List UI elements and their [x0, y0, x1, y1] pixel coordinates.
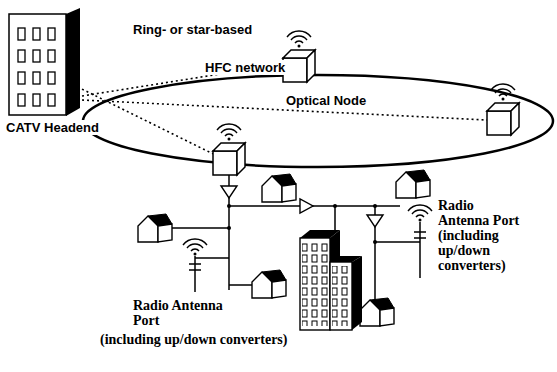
node-note: (including up/down converters) [438, 228, 524, 273]
antenna-symbol [217, 124, 241, 141]
hfc-ring [83, 75, 553, 167]
antenna-port-text: Radio Antenna Port (including up/down con… [100, 298, 350, 347]
headend-building: CATV Headend [8, 8, 82, 116]
node-label: Radio Antenna Port [133, 298, 233, 328]
antenna-symbol [183, 239, 207, 256]
fiber-feed [82, 89, 213, 154]
building-icon [300, 230, 362, 330]
optical-node-box [213, 143, 245, 175]
node-note: (including up/down converters) [100, 332, 350, 347]
network-label: Ring- or star-based [132, 22, 253, 37]
optical-node-box [487, 103, 519, 135]
house-icon [360, 298, 394, 326]
headend-building [8, 8, 82, 116]
node-label: Radio Antenna Port [438, 198, 524, 228]
house-icon [396, 170, 430, 198]
optical-node-box [283, 50, 315, 82]
house-icon [262, 174, 296, 202]
node-label: CATV Headend [5, 120, 100, 135]
optical-node-box: Optical Node [213, 143, 245, 175]
coax-tree [172, 175, 420, 300]
house-icon [252, 270, 286, 298]
network-label: HFC network [204, 60, 286, 75]
antenna-pole [189, 222, 426, 292]
amplifier-symbol [221, 186, 237, 198]
antenna-port-text: Radio Antenna Port(including up/down con… [438, 198, 524, 273]
coax-line [172, 198, 420, 300]
node-label: Optical Node [285, 93, 367, 108]
antenna-symbol [408, 205, 432, 222]
antenna-symbol [491, 84, 515, 101]
coax-line [228, 175, 230, 186]
antenna-symbol [287, 31, 311, 48]
amplifier-symbol [300, 199, 313, 213]
amplifier-symbol [367, 215, 383, 227]
house-icon [138, 214, 172, 242]
